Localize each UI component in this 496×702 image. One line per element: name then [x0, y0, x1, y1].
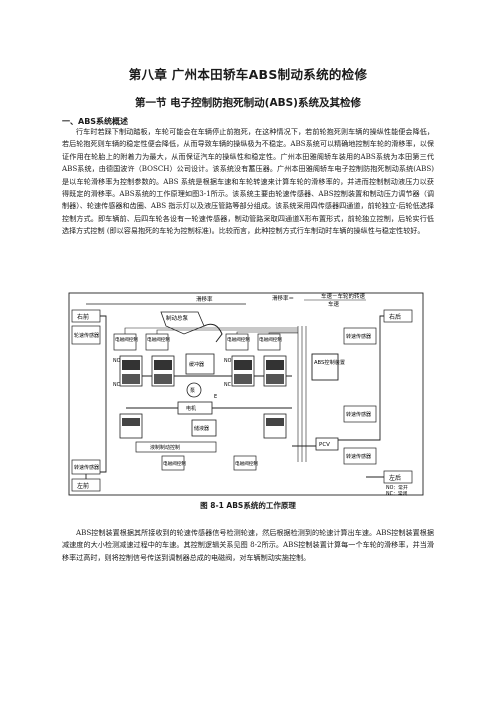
- abs-control-label: ABS控制装置: [314, 358, 345, 366]
- motor-label: 电机: [186, 405, 196, 412]
- solenoid-6: 电磁阀控制: [235, 460, 258, 467]
- front-left-label: 左前: [77, 482, 89, 490]
- solenoid-3: 电磁阀控制: [227, 336, 250, 343]
- no-label-2: NO: [224, 358, 232, 364]
- solenoid-4: 电磁阀控制: [259, 336, 282, 343]
- no-label-1: NO: [113, 358, 121, 364]
- solenoid-1: 电磁阀控制: [115, 336, 138, 343]
- figure-caption: 图 8-1 ABS系统的工作原理: [200, 501, 296, 510]
- brake-master-label: 制动总泵: [166, 314, 189, 322]
- section-title: 第一节 电子控制防抱死制动(ABS)系统及其检修: [135, 97, 361, 109]
- paragraph-control: ABS控制装置根据其所接收到的轮速传感器信号检测轮速，然后根据检测到的轮速计算出…: [62, 528, 434, 562]
- fluid-control-label: 液制制动控制: [150, 444, 180, 451]
- front-right-label: 右前: [77, 313, 89, 321]
- nc-label-1: NC: [113, 382, 121, 388]
- wheel-speed-sensor-rr: 转速传感器: [346, 333, 371, 340]
- pcv-label: PCV: [319, 442, 330, 448]
- legend-nc: NC：常闭: [386, 490, 408, 497]
- e-label: E: [214, 394, 217, 400]
- slip-formula-prefix: 滑移率＝: [272, 294, 294, 302]
- wheel-speed-sensor-fr: 轮速传感器: [74, 332, 99, 339]
- slip-formula-num: 车速－车轮的转速: [321, 292, 366, 300]
- legend-no: NO：常开: [386, 484, 408, 491]
- valve-block-left: [119, 355, 175, 387]
- legend-sensor-label: 转速传感器: [74, 464, 99, 471]
- nc-label-2: NC: [224, 382, 232, 388]
- solenoid-2: 电磁阀控制: [147, 336, 170, 343]
- slip-rate-label: 滑移率: [196, 295, 213, 303]
- reservoir-label: 储液器: [194, 425, 209, 432]
- pump-label: 泵: [190, 388, 195, 394]
- wheel-speed-sensor-rl: 转速传感器: [346, 411, 371, 418]
- valve-block-right: [231, 355, 287, 387]
- chapter-title: 第八章 广州本田轿车ABS制动系统的检修: [128, 67, 368, 82]
- wheel-speed-sensor-fl: 转速传感器: [346, 453, 371, 460]
- rear-right-label: 右后: [389, 313, 401, 321]
- paragraph-overview: 行车时若踩下制动踏板，车轮可能会在车辆停止前抱死，在这种情况下，若前轮抱死则车辆…: [62, 127, 434, 236]
- abs-diagram: 滑移率＝ 车速－车轮的转速 车速 滑移率 右前 右后 左前 左后 轮速传感器 制…: [68, 292, 424, 497]
- solenoid-5: 电磁阀控制: [163, 460, 186, 467]
- rear-left-label: 左后: [389, 474, 401, 482]
- slip-formula-den: 车速: [328, 300, 340, 308]
- subsection-title: 一、ABS系统概述: [62, 117, 129, 126]
- buffer-chamber-label: 缓冲器: [189, 361, 204, 368]
